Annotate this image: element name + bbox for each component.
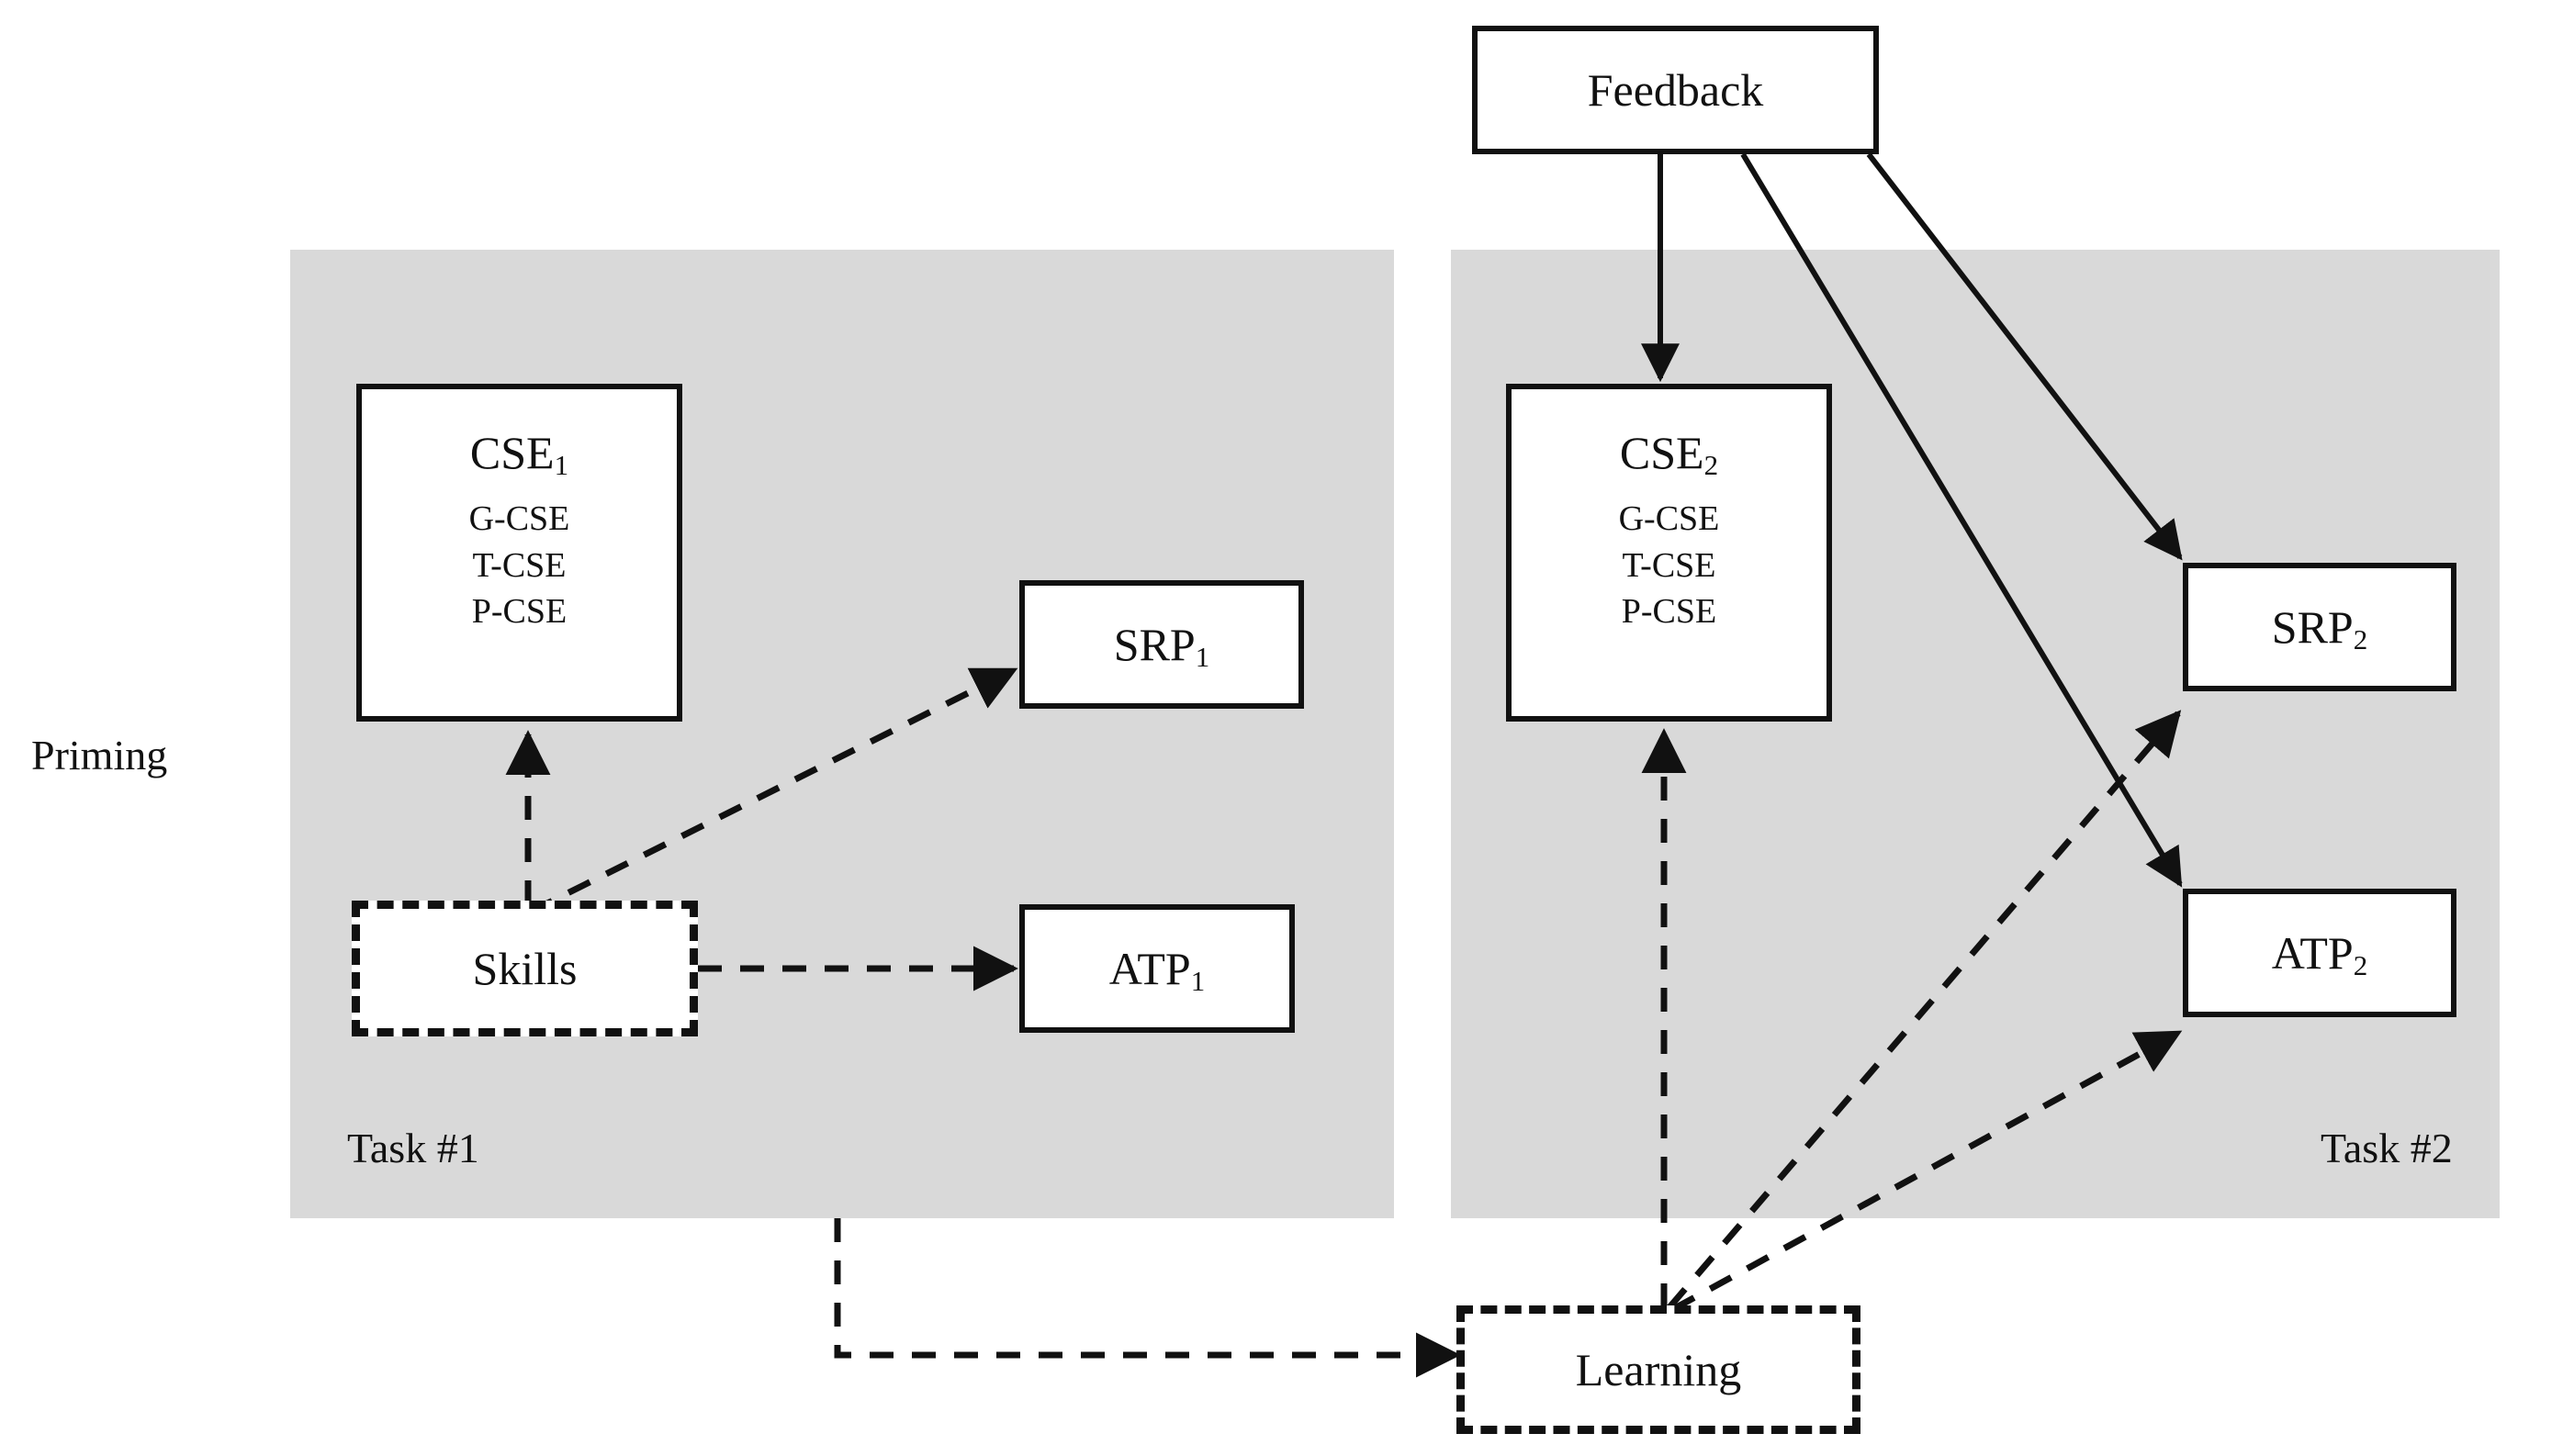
node-atp2-title-text: ATP — [2271, 927, 2354, 979]
node-cse2-title-text: CSE — [1619, 427, 1704, 478]
task1-label: Task #1 — [347, 1125, 479, 1171]
node-atp1-title-text: ATP — [1108, 943, 1191, 994]
node-srp2[interactable]: SRP2 — [2183, 563, 2456, 691]
node-cse2-title: CSE2 — [1619, 427, 1718, 479]
node-cse1-sub-0: G-CSE — [468, 499, 570, 538]
node-learning-title: Learning — [1575, 1344, 1742, 1395]
node-feedback-title: Feedback — [1587, 64, 1764, 116]
node-feedback[interactable]: Feedback — [1472, 26, 1879, 154]
node-srp1[interactable]: SRP1 — [1019, 580, 1304, 709]
node-srp2-title-text: SRP — [2271, 601, 2354, 653]
node-cse1-title: CSE1 — [469, 427, 568, 479]
node-cse1-title-text: CSE — [469, 427, 555, 478]
task2-label: Task #2 — [2321, 1125, 2453, 1171]
edge-skills-to-srp1 — [529, 666, 1018, 915]
node-cse2-sub-2: P-CSE — [1621, 592, 1717, 632]
node-atp2[interactable]: ATP2 — [2183, 889, 2456, 1017]
node-srp1-title-text: SRP — [1113, 619, 1196, 670]
priming-label: Priming — [31, 732, 168, 778]
node-atp2-title: ATP2 — [2271, 927, 2367, 980]
node-srp2-title: SRP2 — [2271, 601, 2367, 654]
node-cse2-sub-list: G-CSE T-CSE P-CSE — [1619, 499, 1720, 632]
node-skills[interactable]: Skills — [352, 901, 698, 1036]
node-cse2-sub-0: G-CSE — [1618, 499, 1720, 538]
node-atp2-subscript: 2 — [2353, 948, 2368, 981]
node-cse1-subscript: 1 — [554, 448, 569, 481]
edge-learning-to-srp2 — [1667, 710, 2182, 1310]
edge-task1-to-learning — [834, 1218, 1461, 1378]
node-srp1-subscript: 1 — [1195, 640, 1210, 673]
edge-feedback-to-srp2 — [1866, 152, 2183, 561]
node-atp1[interactable]: ATP1 — [1019, 904, 1295, 1033]
node-atp1-subscript: 1 — [1190, 964, 1206, 997]
node-skills-title: Skills — [472, 943, 578, 994]
node-cse2-subscript: 2 — [1703, 448, 1719, 481]
edge-learning-to-atp2 — [1671, 1029, 2183, 1313]
node-cse1-sub-list: G-CSE T-CSE P-CSE — [469, 499, 570, 632]
node-learning[interactable]: Learning — [1456, 1305, 1860, 1434]
node-atp1-title: ATP1 — [1108, 943, 1205, 995]
node-cse2-sub-1: T-CSE — [1622, 545, 1716, 585]
node-cse1[interactable]: CSE1 G-CSE T-CSE P-CSE — [356, 384, 682, 722]
node-srp2-subscript: 2 — [2353, 622, 2368, 655]
node-cse1-sub-1: T-CSE — [472, 545, 567, 585]
edge-feedback-to-atp2 — [1740, 152, 2183, 888]
node-cse2[interactable]: CSE2 G-CSE T-CSE P-CSE — [1506, 384, 1832, 722]
node-cse1-sub-2: P-CSE — [471, 592, 568, 632]
node-srp1-title: SRP1 — [1113, 619, 1209, 671]
